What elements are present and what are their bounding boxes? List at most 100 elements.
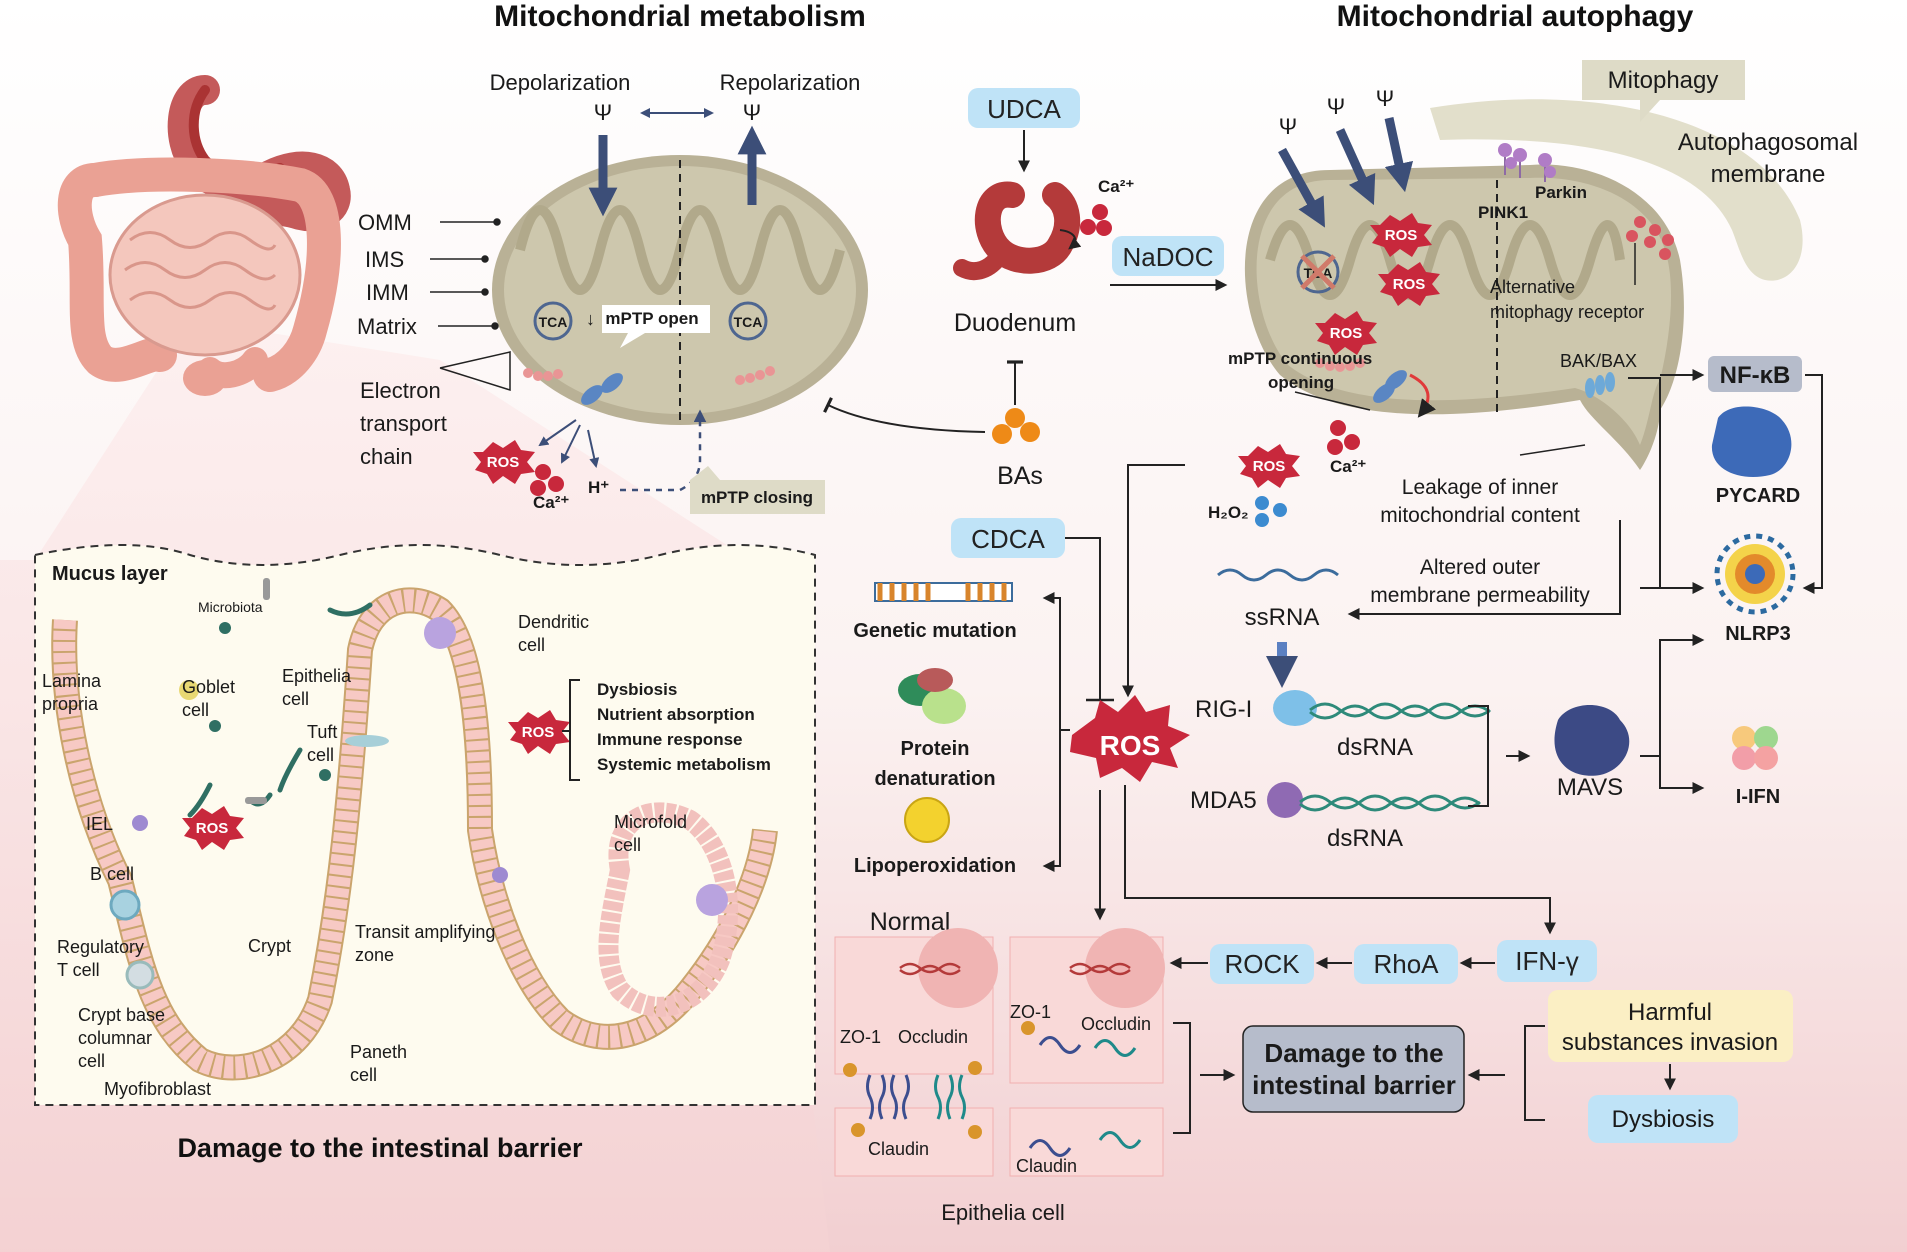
dsrna-bracket	[1468, 705, 1489, 807]
autophagosomal-label-1: Autophagosomal	[1678, 129, 1858, 156]
ims-label: IMS	[365, 247, 404, 272]
damage-barrier-box	[1242, 1025, 1465, 1113]
mptp-continuous-label-1: mPTP continuous	[1228, 349, 1372, 368]
alt-receptor-label-1: Alternative	[1490, 277, 1575, 297]
svg-text:mPTP closing: mPTP closing	[701, 488, 813, 507]
mavs-protein	[1554, 705, 1630, 776]
dsrna-label-2: dsRNA	[1327, 825, 1403, 852]
cbc-label-2: columnar	[78, 1028, 152, 1048]
title-barrier: Damage to the intestinal barrier	[177, 1133, 583, 1163]
ros-burst-intestine: ROS	[182, 806, 244, 850]
paneth-cell-label-2: cell	[350, 1065, 377, 1085]
epithelia-cell-label-2: cell	[282, 689, 309, 709]
protein-blob-icon	[898, 668, 966, 724]
ros-burst-mito-2: ROS	[1378, 262, 1440, 306]
mitochondrion-autophagy: TCA	[1244, 164, 1684, 470]
treg-label-1: Regulatory	[57, 937, 144, 957]
h2o2-label: H₂O₂	[1208, 503, 1249, 522]
imm-label: IMM	[366, 280, 409, 305]
mucus-layer-label: Mucus layer	[52, 563, 168, 585]
duodenum-illustration	[953, 181, 1082, 281]
release-arrows	[538, 419, 600, 468]
paneth-cell-label-1: Paneth	[350, 1042, 407, 1062]
ros-burst-villus: ROS	[508, 710, 570, 754]
iel-label: IEL	[86, 814, 113, 834]
rig-i-protein	[1273, 690, 1317, 726]
svg-text:ROS: ROS	[487, 454, 520, 471]
dendritic-cell-label-1: Dendritic	[518, 612, 589, 632]
svg-text:ROS: ROS	[522, 724, 555, 741]
dsrna-icon-1	[1309, 702, 1491, 720]
tca-left-label: TCA	[539, 314, 568, 330]
etc-label-1: Electron	[360, 378, 441, 403]
psi-right: Ψ	[743, 100, 761, 125]
rhoa-label: RhoA	[1373, 949, 1439, 979]
intestine-panel: Mucus layer ROS ROS Microbiota Lamina	[34, 544, 816, 1106]
crypt-label: Crypt	[248, 936, 291, 956]
psi-arrow-3	[1384, 117, 1414, 193]
leakage-label-2: mitochondrial content	[1380, 504, 1580, 527]
mptp-continuous-pointer	[1294, 391, 1371, 411]
nfkb-label: NF-κB	[1720, 362, 1791, 389]
autophagosomal-label-2: membrane	[1711, 161, 1826, 188]
ros-central-burst: ROS	[1070, 695, 1190, 782]
depolarization-label: Depolarization	[490, 70, 631, 95]
damage-barrier-label-2: intestinal barrier	[1252, 1070, 1456, 1100]
effect-nutrient: Nutrient absorption	[597, 705, 755, 724]
svg-text:ROS: ROS	[1330, 325, 1363, 342]
cells-bracket	[1173, 1022, 1191, 1134]
mptp-rotation-arrow	[1409, 373, 1437, 418]
damaged-epithelial-cells	[1009, 928, 1165, 1177]
h2o2-molecules	[1255, 496, 1287, 527]
mda5-protein	[1267, 782, 1303, 818]
cdca-link	[1065, 537, 1101, 700]
effect-metabolism: Systemic metabolism	[597, 755, 771, 774]
ros-to-lipo-arrow	[1042, 730, 1061, 872]
altered-to-ssrna-arrow	[1347, 520, 1621, 620]
svg-text:ROS: ROS	[1393, 276, 1426, 293]
mitochondrion-metabolism: TCA TCA ↓ mPTP open	[492, 155, 868, 425]
protein-denaturation-label-2: denaturation	[874, 768, 995, 790]
treg-label-2: T cell	[57, 960, 100, 980]
mptp-open-label: mPTP open	[605, 309, 698, 328]
harmful-substances-label-2: substances invasion	[1562, 1029, 1778, 1056]
right-bracket	[1524, 1025, 1545, 1121]
ros-burst-metabolism: ROS	[473, 440, 535, 484]
pycard-protein	[1711, 406, 1792, 477]
ssrna-icon	[1217, 568, 1339, 582]
dsrna-label-1: dsRNA	[1337, 734, 1413, 761]
calcium-ions-right	[1327, 420, 1360, 455]
transit-zone-label-2: zone	[355, 945, 394, 965]
inflammation-connectors	[1628, 369, 1823, 794]
damage-barrier-label-1: Damage to the	[1264, 1038, 1443, 1068]
alt-receptor-label-2: mitophagy receptor	[1490, 302, 1644, 322]
leakage-pointer	[1519, 444, 1586, 456]
dna-icon	[874, 582, 1013, 602]
nlrp3-inflammasome	[1714, 533, 1796, 615]
altered-label-1: Altered outer	[1420, 556, 1540, 579]
pycard-label: PYCARD	[1716, 485, 1800, 507]
harmful-substances-box	[1548, 990, 1793, 1062]
svg-text:ROS: ROS	[1253, 458, 1286, 475]
pink1-parkin-proteins	[1498, 143, 1674, 260]
title-autophagy: Mitochondrial autophagy	[1337, 0, 1694, 33]
nadoc-label: NaDOC	[1122, 242, 1213, 272]
calcium-label-center: Ca²⁺	[1098, 177, 1134, 196]
calcium-ions-left	[530, 464, 564, 496]
i-ifn-cluster	[1732, 726, 1778, 770]
rhoa-box	[1354, 944, 1458, 984]
rig-i-label: RIG-I	[1195, 696, 1252, 723]
autophagosomal-membrane	[1430, 99, 1803, 281]
down-arrow-glyph: ↓	[586, 309, 595, 329]
ifn-gamma-label: IFN-γ	[1515, 946, 1579, 976]
dsrna-icon-2	[1299, 794, 1481, 812]
goblet-cell-label-2: cell	[182, 700, 209, 720]
normal-label: Normal	[870, 908, 951, 936]
mda5-label: MDA5	[1190, 787, 1257, 814]
mptp-closing-callout: mPTP closing	[690, 466, 825, 514]
repolarization-label: Repolarization	[720, 70, 861, 95]
ros-burst-mito-3: ROS	[1315, 311, 1377, 355]
claudin-label-damaged: Claudin	[1016, 1156, 1077, 1176]
occludin-label-normal: Occludin	[898, 1027, 968, 1047]
